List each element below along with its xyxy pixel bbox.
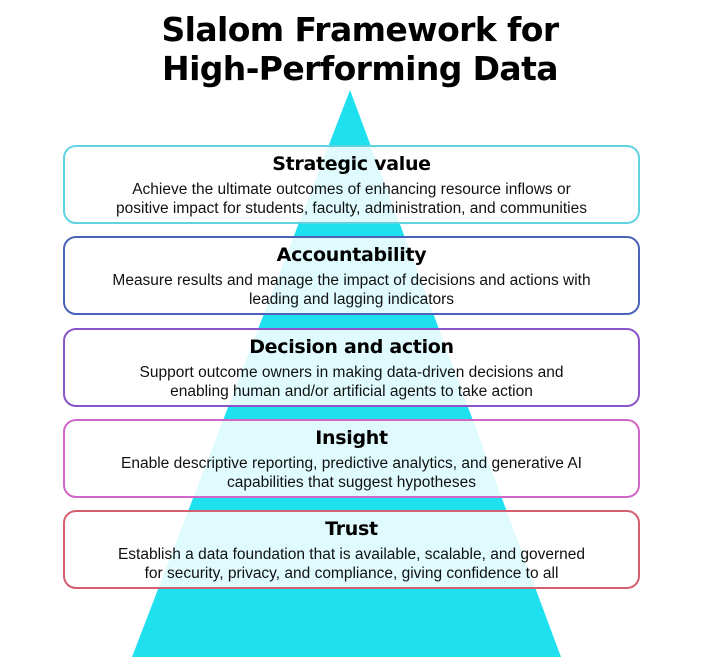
layer-insight: Insight Enable descriptive reporting, pr… bbox=[63, 419, 640, 498]
layer-heading: Strategic value bbox=[272, 153, 431, 175]
layer-heading: Decision and action bbox=[249, 336, 454, 358]
layer-heading: Insight bbox=[315, 427, 388, 449]
layer-decision-and-action: Decision and action Support outcome owne… bbox=[63, 328, 640, 407]
layer-description: Support outcome owners in making data-dr… bbox=[139, 364, 564, 400]
layer-strategic-value: Strategic value Achieve the ultimate out… bbox=[63, 145, 640, 224]
layer-description: Enable descriptive reporting, predictive… bbox=[121, 455, 582, 491]
diagram-title: Slalom Framework for High-Performing Dat… bbox=[0, 10, 720, 88]
title-line-1: Slalom Framework for bbox=[161, 10, 559, 49]
layer-trust: Trust Establish a data foundation that i… bbox=[63, 510, 640, 589]
layer-heading: Trust bbox=[325, 518, 378, 540]
layer-accountability: Accountability Measure results and manag… bbox=[63, 236, 640, 315]
layer-description: Achieve the ultimate outcomes of enhanci… bbox=[116, 181, 587, 217]
layer-heading: Accountability bbox=[276, 244, 427, 266]
title-line-2: High-Performing Data bbox=[162, 49, 559, 88]
layer-description: Establish a data foundation that is avai… bbox=[117, 546, 586, 582]
layer-description: Measure results and manage the impact of… bbox=[112, 272, 591, 308]
